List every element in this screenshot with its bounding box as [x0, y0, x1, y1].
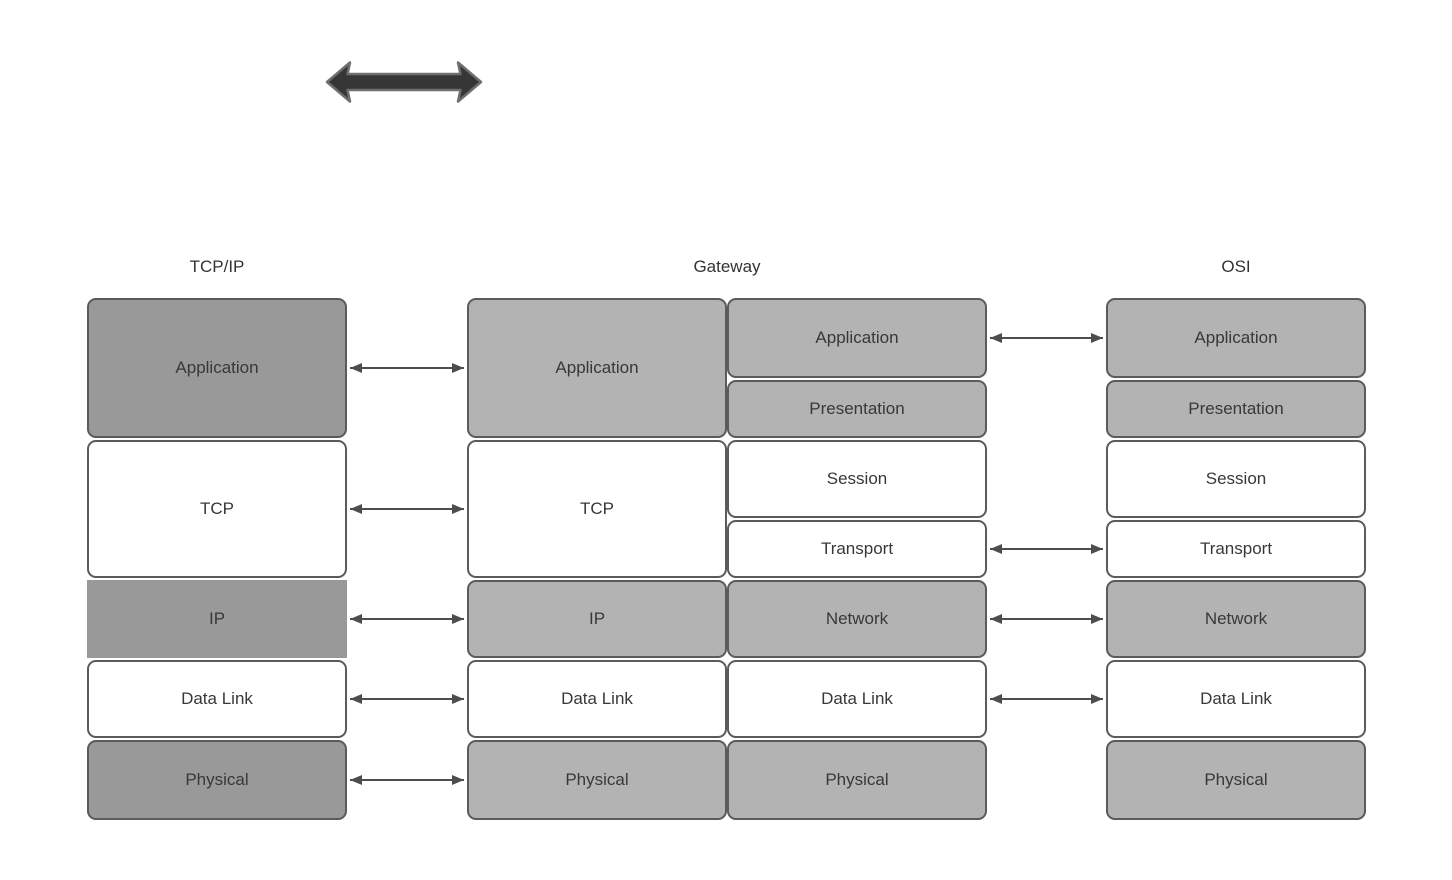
- layer-box-tcpip-ip: IP: [87, 580, 347, 658]
- layer-box-osi-application: Application: [1106, 298, 1366, 378]
- layer-box-gateway-left-application: Application: [467, 298, 727, 438]
- header-tcpip: TCP/IP: [189, 257, 245, 276]
- layer-box-gateway-right-presentation: Presentation: [727, 380, 987, 438]
- layer-box-tcpip-data-link: Data Link: [87, 660, 347, 738]
- layer-box-gateway-right-transport: Transport: [727, 520, 987, 578]
- layer-box-osi-transport: Transport: [1106, 520, 1366, 578]
- layer-box-gateway-right-session: Session: [727, 440, 987, 518]
- layer-box-osi-data-link: Data Link: [1106, 660, 1366, 738]
- layer-box-gateway-right-physical: Physical: [727, 740, 987, 820]
- layer-box-gateway-left-data-link: Data Link: [467, 660, 727, 738]
- layer-box-tcpip-application: Application: [87, 298, 347, 438]
- layer-box-osi-network: Network: [1106, 580, 1366, 658]
- layer-box-gateway-right-application: Application: [727, 298, 987, 378]
- header-gateway: Gateway: [693, 257, 761, 276]
- layer-box-osi-session: Session: [1106, 440, 1366, 518]
- layer-box-tcpip-tcp: TCP: [87, 440, 347, 578]
- layer-box-osi-physical: Physical: [1106, 740, 1366, 820]
- layer-box-gateway-right-data-link: Data Link: [727, 660, 987, 738]
- layer-box-osi-presentation: Presentation: [1106, 380, 1366, 438]
- layer-box-gateway-left-tcp: TCP: [467, 440, 727, 578]
- layer-box-tcpip-physical: Physical: [87, 740, 347, 820]
- header-osi: OSI: [1221, 257, 1251, 276]
- double-arrow-icon: [325, 61, 483, 103]
- layer-box-gateway-right-network: Network: [727, 580, 987, 658]
- layer-box-gateway-left-ip: IP: [467, 580, 727, 658]
- layer-box-gateway-left-physical: Physical: [467, 740, 727, 820]
